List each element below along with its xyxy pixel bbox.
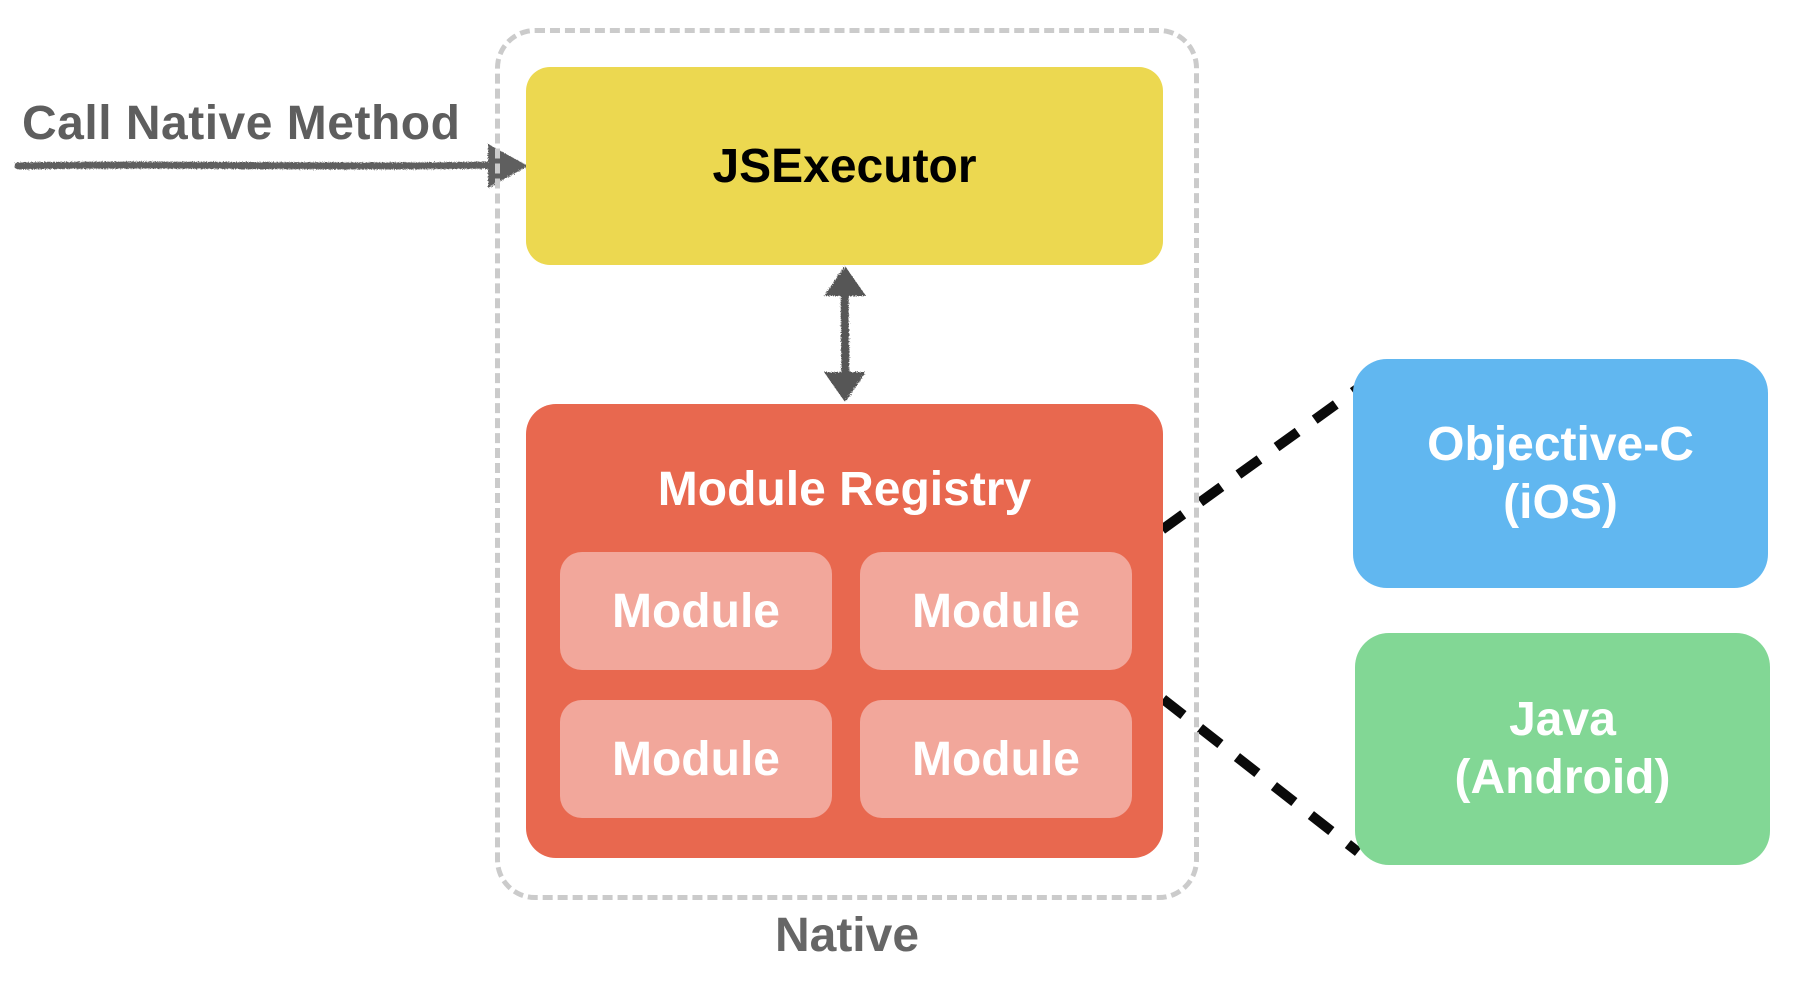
objective-c-box: Objective-C (iOS) [1353,359,1768,588]
module-box: Module [860,552,1132,670]
module-box: Module [860,700,1132,818]
module-box: Module [560,552,832,670]
module-label: Module [612,584,780,638]
objective-c-label-line2: (iOS) [1503,475,1618,529]
native-container [495,28,1199,900]
native-label: Native [774,909,920,962]
java-box: Java (Android) [1355,633,1770,865]
java-label-line1: Java [1509,693,1616,746]
jsexecutor-box: JSExecutor [526,67,1163,265]
module-box: Module [560,700,832,818]
module-label: Module [912,732,1080,786]
java-label-line2: (Android) [1454,751,1671,804]
module-registry-box: Module Registry Module Module Module Mod… [526,404,1163,858]
module-registry-label: Module Registry [657,463,1032,516]
module-label: Module [612,732,780,786]
call-native-method-label: Call Native Method [22,97,461,150]
jsexecutor-label: JSExecutor [712,139,977,193]
module-label: Module [912,584,1080,638]
objective-c-label-line1: Objective-C [1427,417,1694,471]
